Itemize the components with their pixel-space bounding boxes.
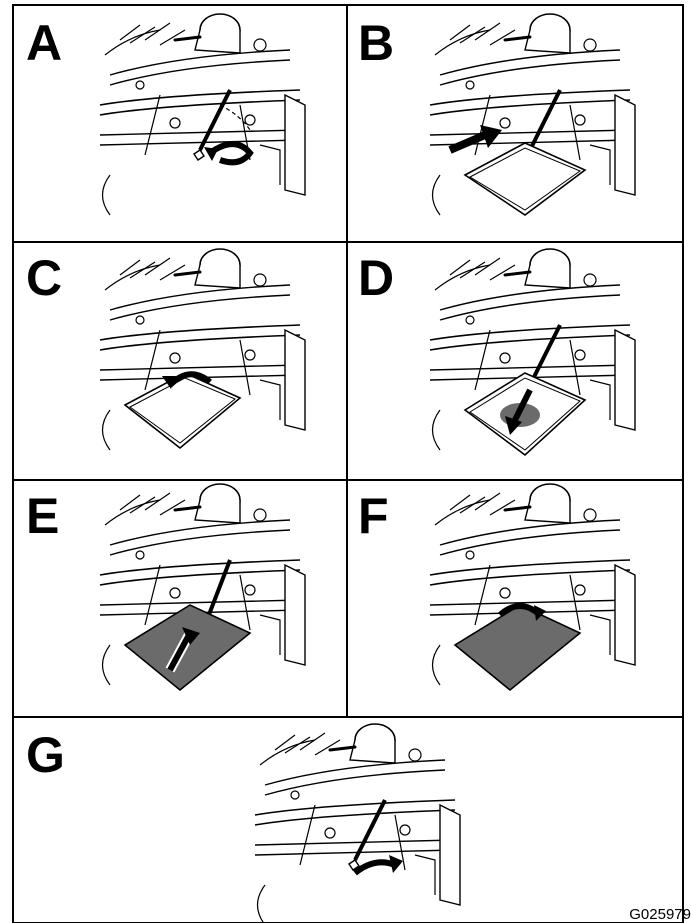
rotate-cw-arrow-icon — [355, 855, 403, 873]
panel-b — [430, 14, 635, 215]
panel-c — [100, 249, 305, 450]
panel-label-c: C — [26, 253, 62, 303]
panel-label-e: E — [26, 491, 59, 541]
drain-pan — [465, 143, 585, 215]
panel-a — [100, 14, 305, 215]
panel-d — [430, 249, 635, 455]
figure-code: G025979 — [629, 906, 691, 923]
rotate-ccw-arrow-icon — [204, 144, 250, 162]
panel-f — [430, 484, 635, 690]
panel-label-f: F — [358, 491, 389, 541]
panel-g — [255, 724, 460, 923]
panel-label-g: G — [26, 730, 65, 780]
drain-pan — [465, 373, 585, 455]
panel-e — [100, 484, 305, 690]
panel-label-d: D — [358, 253, 394, 303]
drain-pan — [125, 373, 240, 448]
push-right-arrow-icon — [450, 125, 502, 150]
panel-label-a: A — [26, 18, 62, 68]
drain-pan-filled — [455, 605, 580, 690]
panel-label-b: B — [358, 18, 394, 68]
